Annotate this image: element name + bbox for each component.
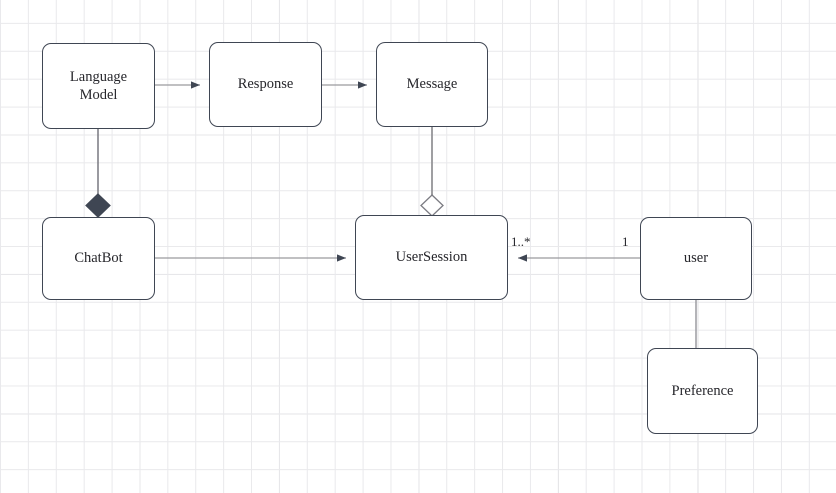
- node-response[interactable]: Response: [209, 42, 322, 127]
- node-language-model[interactable]: Language Model: [42, 43, 155, 129]
- node-label: Message: [406, 76, 458, 93]
- filled-diamond-marker: [85, 193, 111, 218]
- node-chatbot[interactable]: ChatBot: [42, 217, 155, 300]
- multiplicity-label-user: 1: [622, 234, 629, 249]
- node-label: Response: [237, 76, 294, 93]
- edge-language-model-to-chatbot: [85, 129, 111, 218]
- node-message[interactable]: Message: [376, 42, 488, 127]
- multiplicity-label-usersession: 1..*: [511, 234, 531, 249]
- hollow-diamond-marker: [420, 194, 444, 217]
- node-label: ChatBot: [74, 250, 123, 267]
- node-label: Preference: [671, 382, 734, 399]
- node-label: UserSession: [395, 249, 468, 266]
- node-user[interactable]: user: [640, 217, 752, 300]
- edge-message-to-usersession: [420, 127, 444, 217]
- node-label: Language Model: [69, 68, 128, 103]
- node-usersession[interactable]: UserSession: [355, 215, 508, 300]
- node-preference[interactable]: Preference: [647, 348, 758, 434]
- node-label: user: [683, 250, 709, 267]
